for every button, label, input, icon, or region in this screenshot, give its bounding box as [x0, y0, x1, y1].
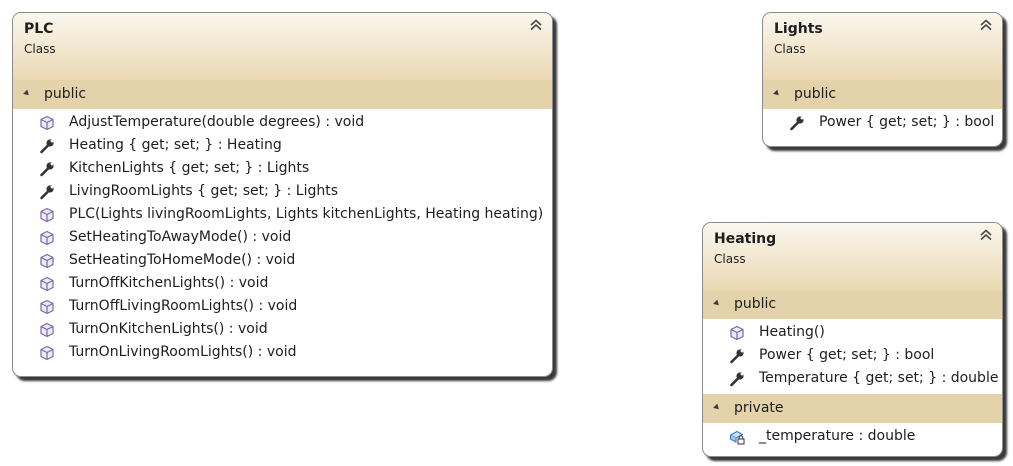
member-text: Power { get; set; } : bool	[759, 347, 935, 363]
method-icon	[39, 299, 55, 315]
section-public: public Heating() Power { get; set; } : bo…	[703, 290, 1002, 394]
class-name: PLC	[24, 21, 54, 37]
property-icon	[729, 348, 745, 364]
method-icon	[39, 345, 55, 361]
member-item[interactable]: Heating { get; set; } : Heating	[13, 134, 552, 157]
class-kind: Class	[714, 252, 746, 266]
private-field-icon	[729, 429, 745, 445]
section-header-public[interactable]: public	[703, 290, 1002, 319]
member-item[interactable]: _temperature : double	[703, 425, 1002, 448]
expand-triangle-icon[interactable]	[23, 89, 31, 98]
collapse-chevron-icon[interactable]	[529, 18, 543, 32]
method-icon	[39, 230, 55, 246]
member-text: SetHeatingToAwayMode() : void	[69, 229, 292, 245]
member-list: _temperature : double	[703, 423, 1002, 452]
section-header-public[interactable]: public	[763, 80, 1002, 109]
section-public: public Power { get; set; } : bool	[763, 80, 1002, 138]
member-text: Power { get; set; } : bool	[819, 114, 995, 130]
member-text: _temperature : double	[759, 428, 916, 444]
member-text: TurnOnKitchenLights() : void	[69, 321, 268, 337]
class-kind: Class	[774, 42, 806, 56]
member-item[interactable]: TurnOnKitchenLights() : void	[13, 318, 552, 341]
member-item[interactable]: Heating()	[703, 321, 1002, 344]
member-item[interactable]: KitchenLights { get; set; } : Lights	[13, 157, 552, 180]
property-icon	[729, 371, 745, 387]
method-icon	[729, 325, 745, 341]
member-text: AdjustTemperature(double degrees) : void	[69, 114, 365, 130]
member-item[interactable]: TurnOffLivingRoomLights() : void	[13, 295, 552, 318]
section-label: public	[734, 296, 777, 312]
member-text: Heating { get; set; } : Heating	[69, 137, 282, 153]
member-text: Heating()	[759, 324, 825, 340]
member-text: PLC(Lights livingRoomLights, Lights kitc…	[69, 206, 544, 222]
member-text: SetHeatingToHomeMode() : void	[69, 252, 296, 268]
collapse-chevron-icon[interactable]	[979, 228, 993, 242]
property-icon	[39, 138, 55, 154]
section-header-private[interactable]: private	[703, 394, 1002, 423]
member-item[interactable]: Temperature { get; set; } : double	[703, 367, 1002, 390]
section-public: public AdjustTemperature(double degrees)…	[13, 80, 552, 368]
lights-class-box[interactable]: Lights Class public Power { get; set; } …	[762, 12, 1003, 147]
member-item[interactable]: AdjustTemperature(double degrees) : void	[13, 111, 552, 134]
method-icon	[39, 322, 55, 338]
expand-triangle-icon[interactable]	[713, 403, 721, 412]
property-icon	[39, 184, 55, 200]
member-item[interactable]: Power { get; set; } : bool	[703, 344, 1002, 367]
member-list: Power { get; set; } : bool	[763, 109, 1002, 138]
method-icon	[39, 253, 55, 269]
section-private: private _temperature : double	[703, 394, 1002, 452]
section-label: public	[44, 86, 87, 102]
class-kind: Class	[24, 42, 56, 56]
expand-triangle-icon[interactable]	[713, 299, 721, 308]
collapse-chevron-icon[interactable]	[979, 18, 993, 32]
member-item[interactable]: LivingRoomLights { get; set; } : Lights	[13, 180, 552, 203]
member-item[interactable]: TurnOffKitchenLights() : void	[13, 272, 552, 295]
heating-class-box[interactable]: Heating Class public Heating() Power { ge…	[702, 222, 1003, 457]
member-text: LivingRoomLights { get; set; } : Lights	[69, 183, 339, 199]
member-item[interactable]: SetHeatingToHomeMode() : void	[13, 249, 552, 272]
member-text: TurnOffKitchenLights() : void	[69, 275, 269, 291]
class-name: Heating	[714, 231, 777, 247]
member-item[interactable]: Power { get; set; } : bool	[763, 111, 1002, 134]
member-text: KitchenLights { get; set; } : Lights	[69, 160, 310, 176]
member-text: Temperature { get; set; } : double	[759, 370, 999, 386]
member-item[interactable]: SetHeatingToAwayMode() : void	[13, 226, 552, 249]
section-label: public	[794, 86, 837, 102]
section-label: private	[734, 400, 784, 416]
class-header: Lights Class	[763, 13, 1002, 80]
plc-class-box[interactable]: PLC Class public AdjustTemperature(doubl…	[12, 12, 553, 377]
member-list: AdjustTemperature(double degrees) : void…	[13, 109, 552, 368]
method-icon	[39, 207, 55, 223]
method-icon	[39, 115, 55, 131]
property-icon	[789, 115, 805, 131]
class-header: PLC Class	[13, 13, 552, 80]
property-icon	[39, 161, 55, 177]
class-header: Heating Class	[703, 223, 1002, 290]
member-item[interactable]: PLC(Lights livingRoomLights, Lights kitc…	[13, 203, 552, 226]
class-name: Lights	[774, 21, 823, 37]
member-item[interactable]: TurnOnLivingRoomLights() : void	[13, 341, 552, 364]
method-icon	[39, 276, 55, 292]
section-header-public[interactable]: public	[13, 80, 552, 109]
member-text: TurnOffLivingRoomLights() : void	[69, 298, 298, 314]
member-text: TurnOnLivingRoomLights() : void	[69, 344, 297, 360]
expand-triangle-icon[interactable]	[773, 89, 781, 98]
